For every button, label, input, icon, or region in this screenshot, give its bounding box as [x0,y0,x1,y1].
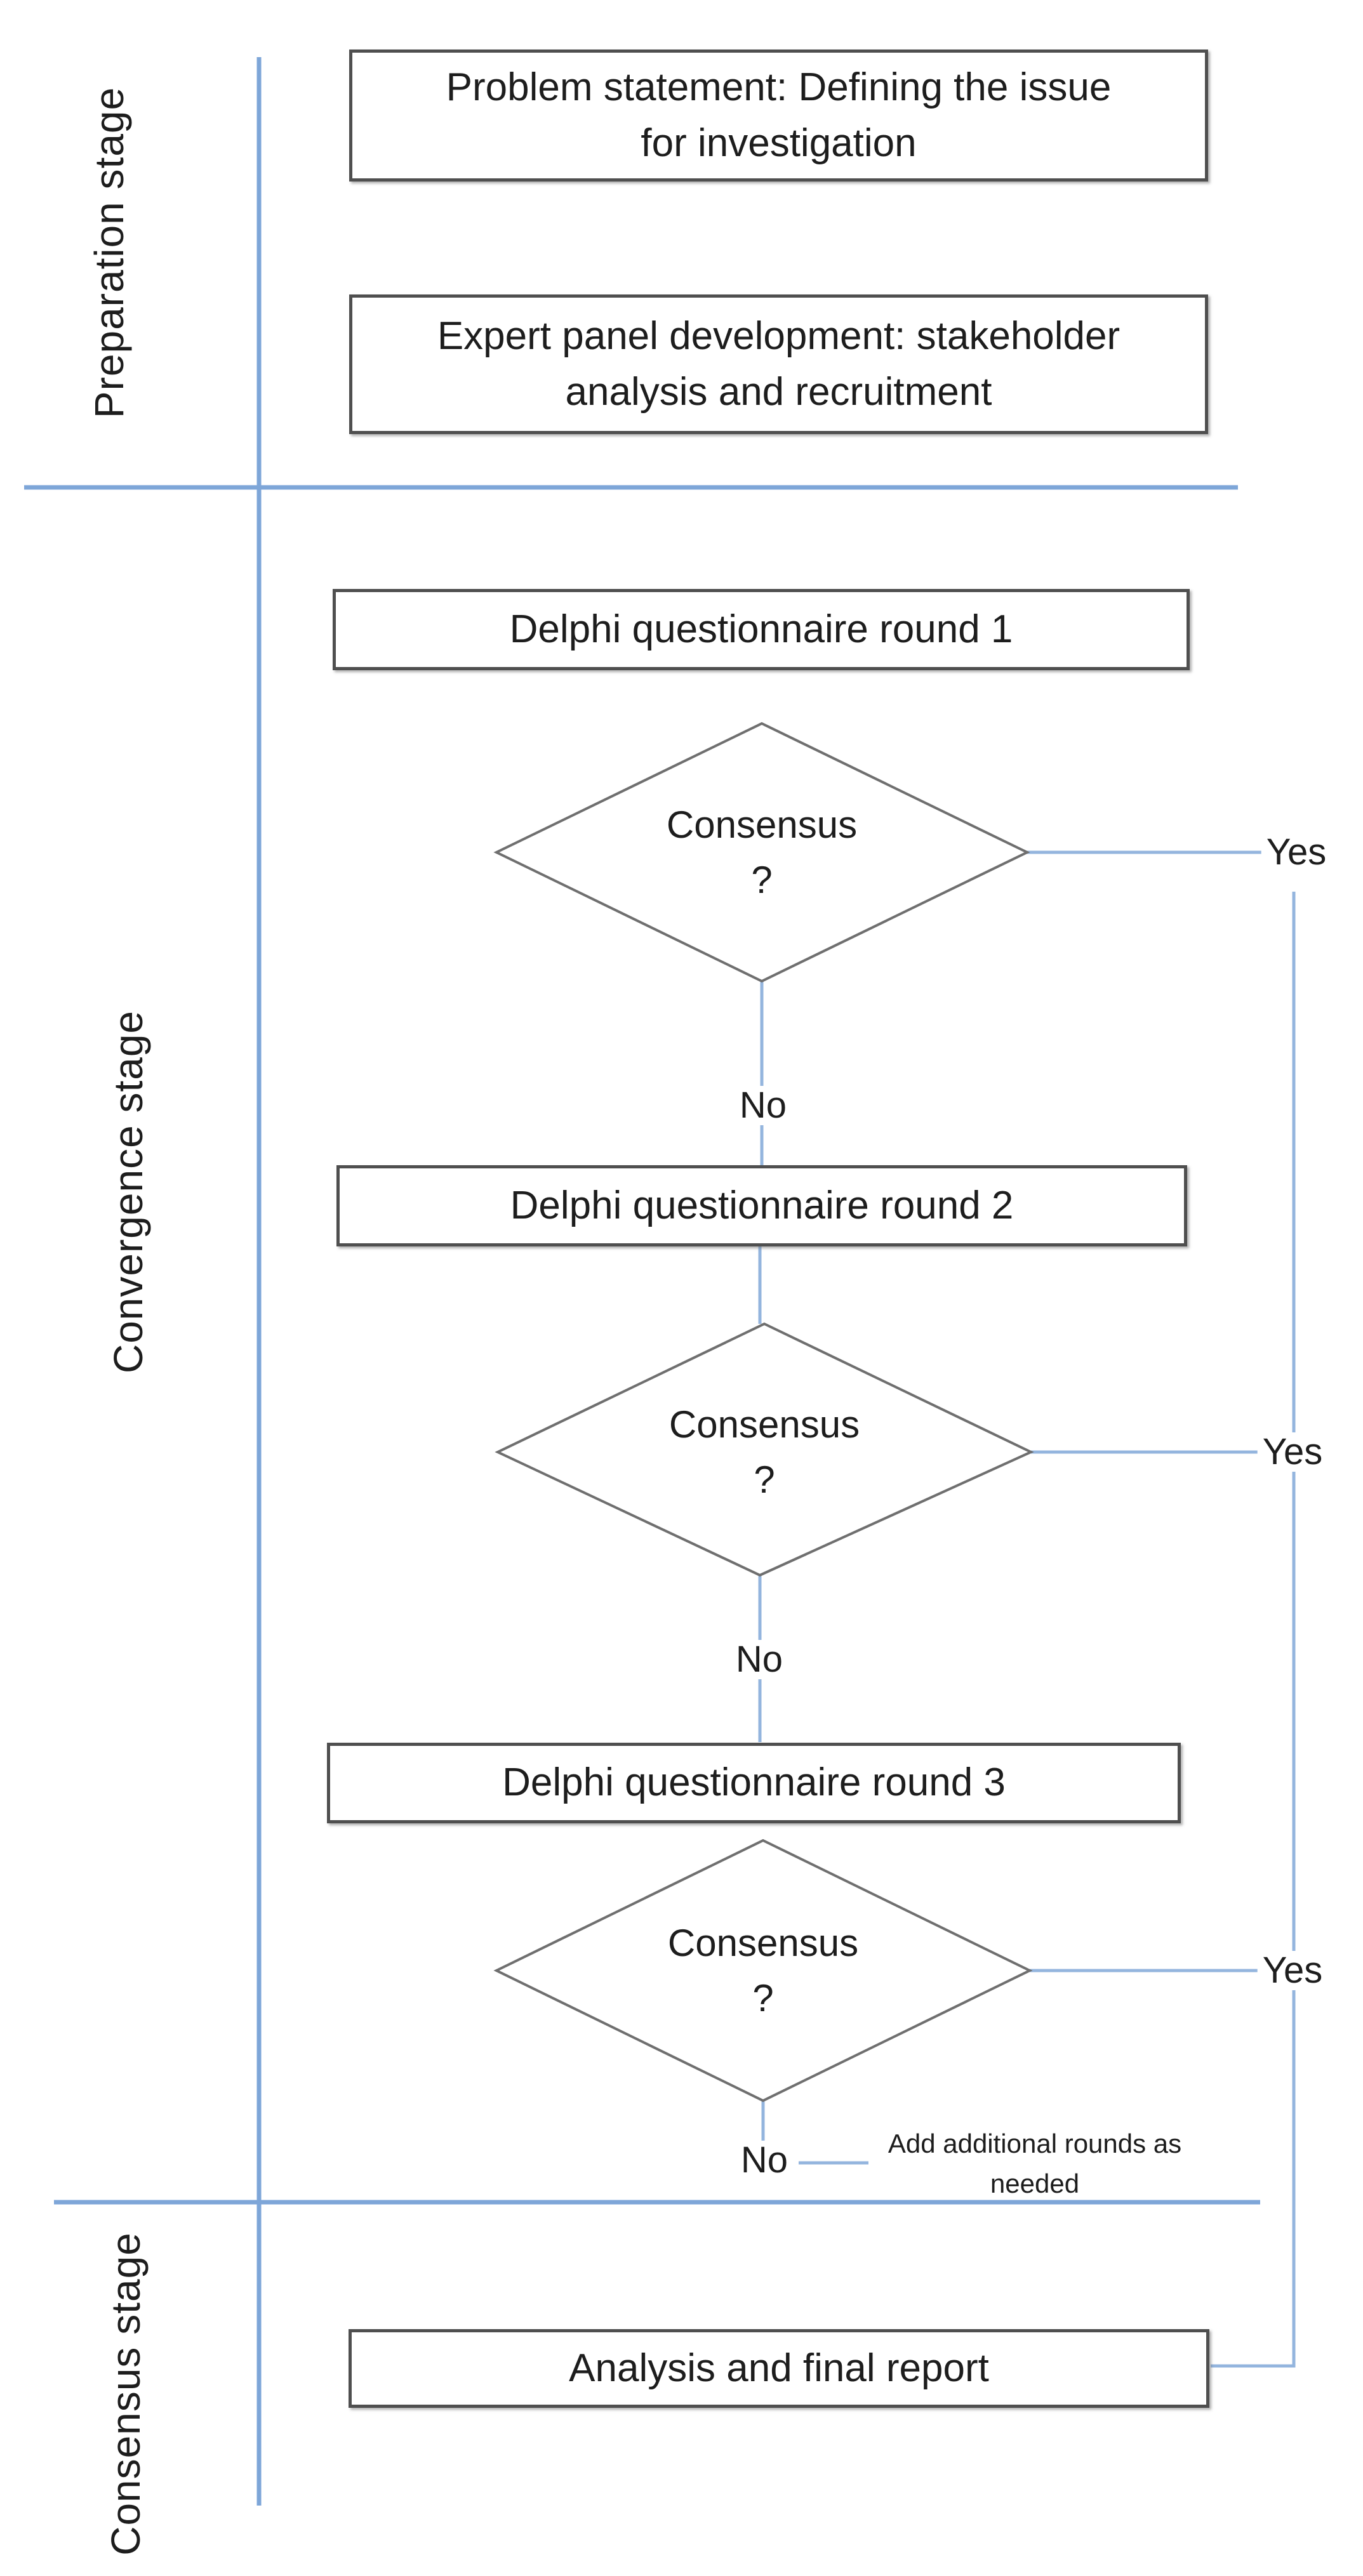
decision-text-3-line1: Consensus [667,1922,859,1964]
stage-label-consensus: Consensus stage [103,2232,149,2556]
note-additional-rounds-line1: Add additional rounds as [888,2129,1182,2158]
decision-diamond-1 [493,722,1030,983]
stage-label-convergence: Convergence stage [105,1010,151,1374]
yes-label-3: Yes [1257,1951,1328,1990]
flow-box-final-report-label: Analysis and final report [569,2346,989,2390]
decision-diamond-3 [493,1839,1033,2103]
flow-box-problem-statement-line2: for investigation [641,121,917,165]
flow-box-problem-statement: Problem statement: Defining the issue fo… [349,50,1208,182]
no-label-3: No [735,2141,794,2180]
flow-box-final-report: Analysis and final report [349,2329,1209,2408]
decision-diamond-2 [495,1322,1034,1577]
decision-text-1-line1: Consensus [666,803,858,846]
flow-box-expert-panel-line2: analysis and recruitment [565,370,992,414]
decision-text-2-line2: ? [754,1458,775,1501]
decision-text-1: Consensus ? [667,797,857,908]
no-label-1: No [734,1086,792,1125]
yes-label-2: Yes [1257,1432,1328,1472]
flow-box-round-1-label: Delphi questionnaire round 1 [509,607,1013,651]
yes-label-1: Yes [1261,833,1332,872]
no-label-2: No [730,1640,788,1679]
flow-box-round-2: Delphi questionnaire round 2 [336,1165,1187,1246]
flow-box-round-2-label: Delphi questionnaire round 2 [510,1183,1014,1227]
decision-text-2: Consensus ? [669,1397,860,1507]
note-additional-rounds-line2: needed [990,2169,1080,2198]
note-additional-rounds: Add additional rounds as needed [851,2124,1219,2203]
decision-text-3-line2: ? [752,1977,774,2019]
flow-box-problem-statement-line1: Problem statement: Defining the issue [446,65,1112,109]
stage-label-preparation: Preparation stage [86,86,132,419]
flow-box-round-3-label: Delphi questionnaire round 3 [502,1760,1006,1805]
flow-box-round-3: Delphi questionnaire round 3 [327,1743,1181,1823]
flow-box-expert-panel: Expert panel development: stakeholder an… [349,294,1208,434]
flow-box-round-1: Delphi questionnaire round 1 [333,589,1190,670]
connector-yes-rail [1211,892,1296,2368]
flow-box-expert-panel-line1: Expert panel development: stakeholder [437,314,1120,358]
decision-text-1-line2: ? [751,859,773,901]
decision-text-3: Consensus ? [668,1915,858,2026]
decision-text-2-line1: Consensus [668,1403,860,1446]
